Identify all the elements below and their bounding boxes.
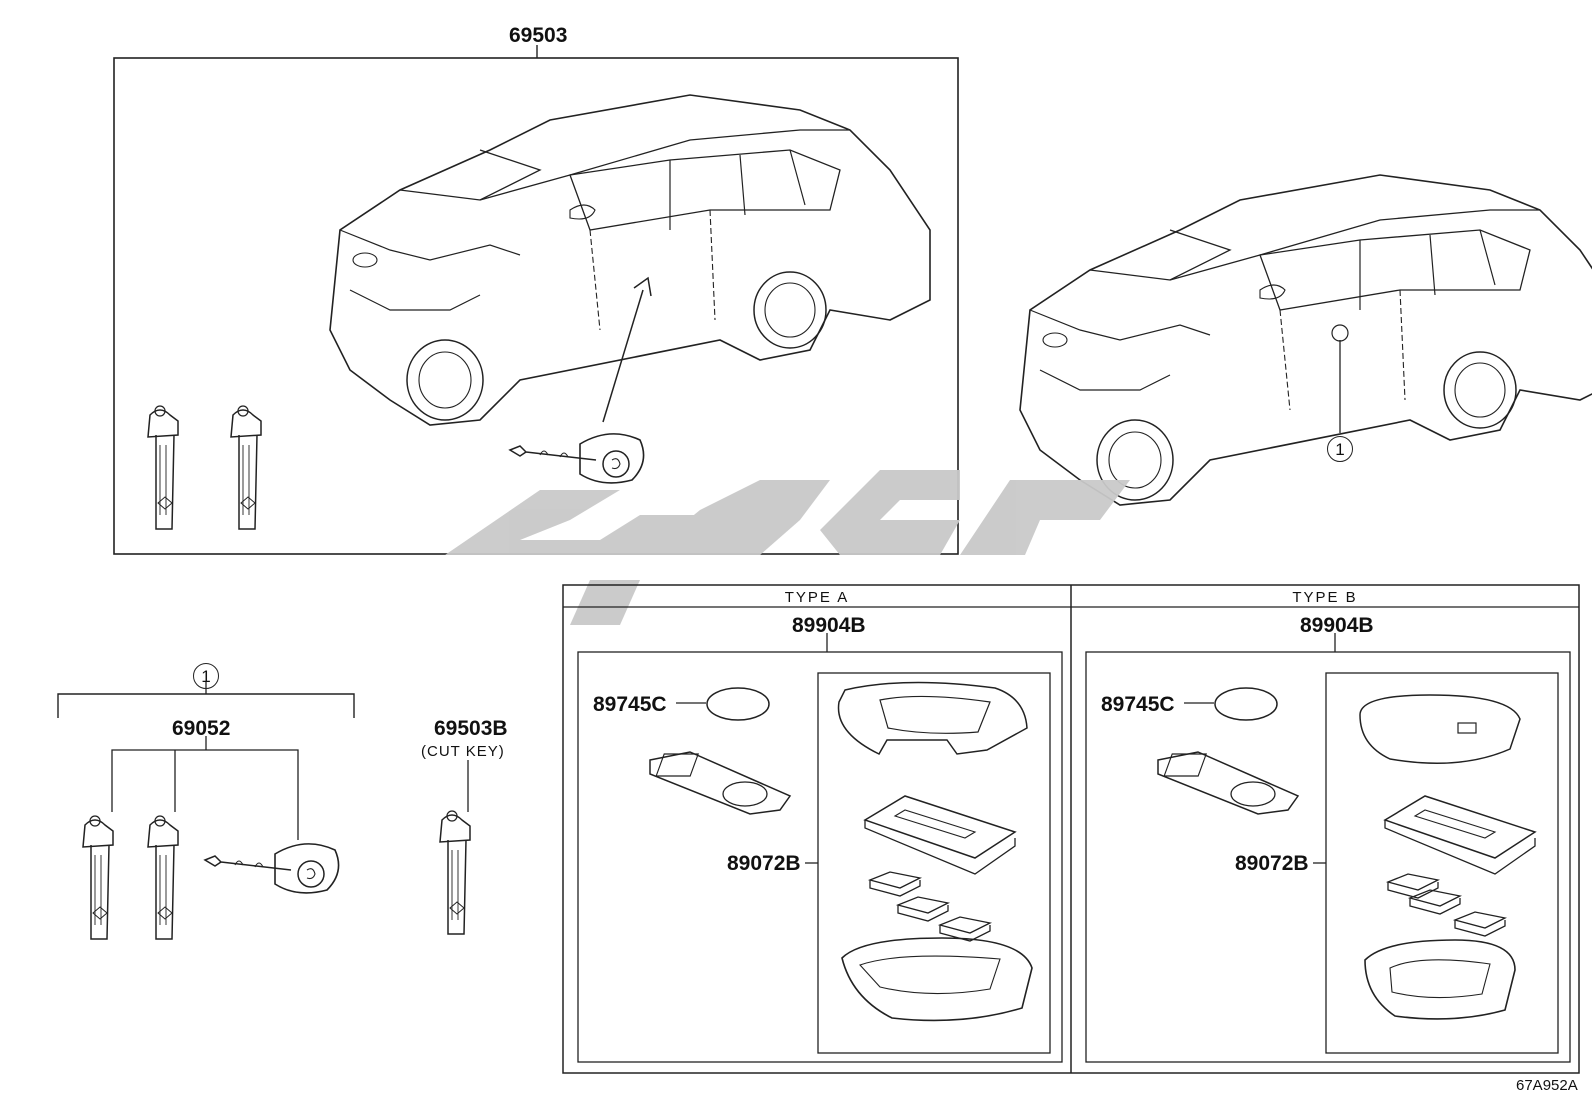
type-b-header: TYPE B bbox=[1292, 589, 1358, 606]
diagram-id: 67A952A bbox=[1516, 1077, 1578, 1094]
cut-key-part-number: 69503B bbox=[434, 717, 508, 740]
type-a-assembly-number: 89904B bbox=[792, 614, 866, 637]
reference-car-callout: 1 bbox=[1327, 436, 1353, 462]
cut-key-note: (CUT KEY) bbox=[421, 743, 505, 760]
type-a-header: TYPE A bbox=[784, 589, 850, 606]
main-kit-part-number: 69503 bbox=[509, 24, 568, 47]
type-b-battery-number: 89745C bbox=[1101, 693, 1175, 716]
lock-set-part-number: 69052 bbox=[172, 717, 231, 740]
type-b-assembly-number: 89904B bbox=[1300, 614, 1374, 637]
type-b-case-number: 89072B bbox=[1235, 852, 1309, 875]
type-a-case-number: 89072B bbox=[727, 852, 801, 875]
lock-set-callout: 1 bbox=[193, 663, 219, 689]
type-a-battery-number: 89745C bbox=[593, 693, 667, 716]
